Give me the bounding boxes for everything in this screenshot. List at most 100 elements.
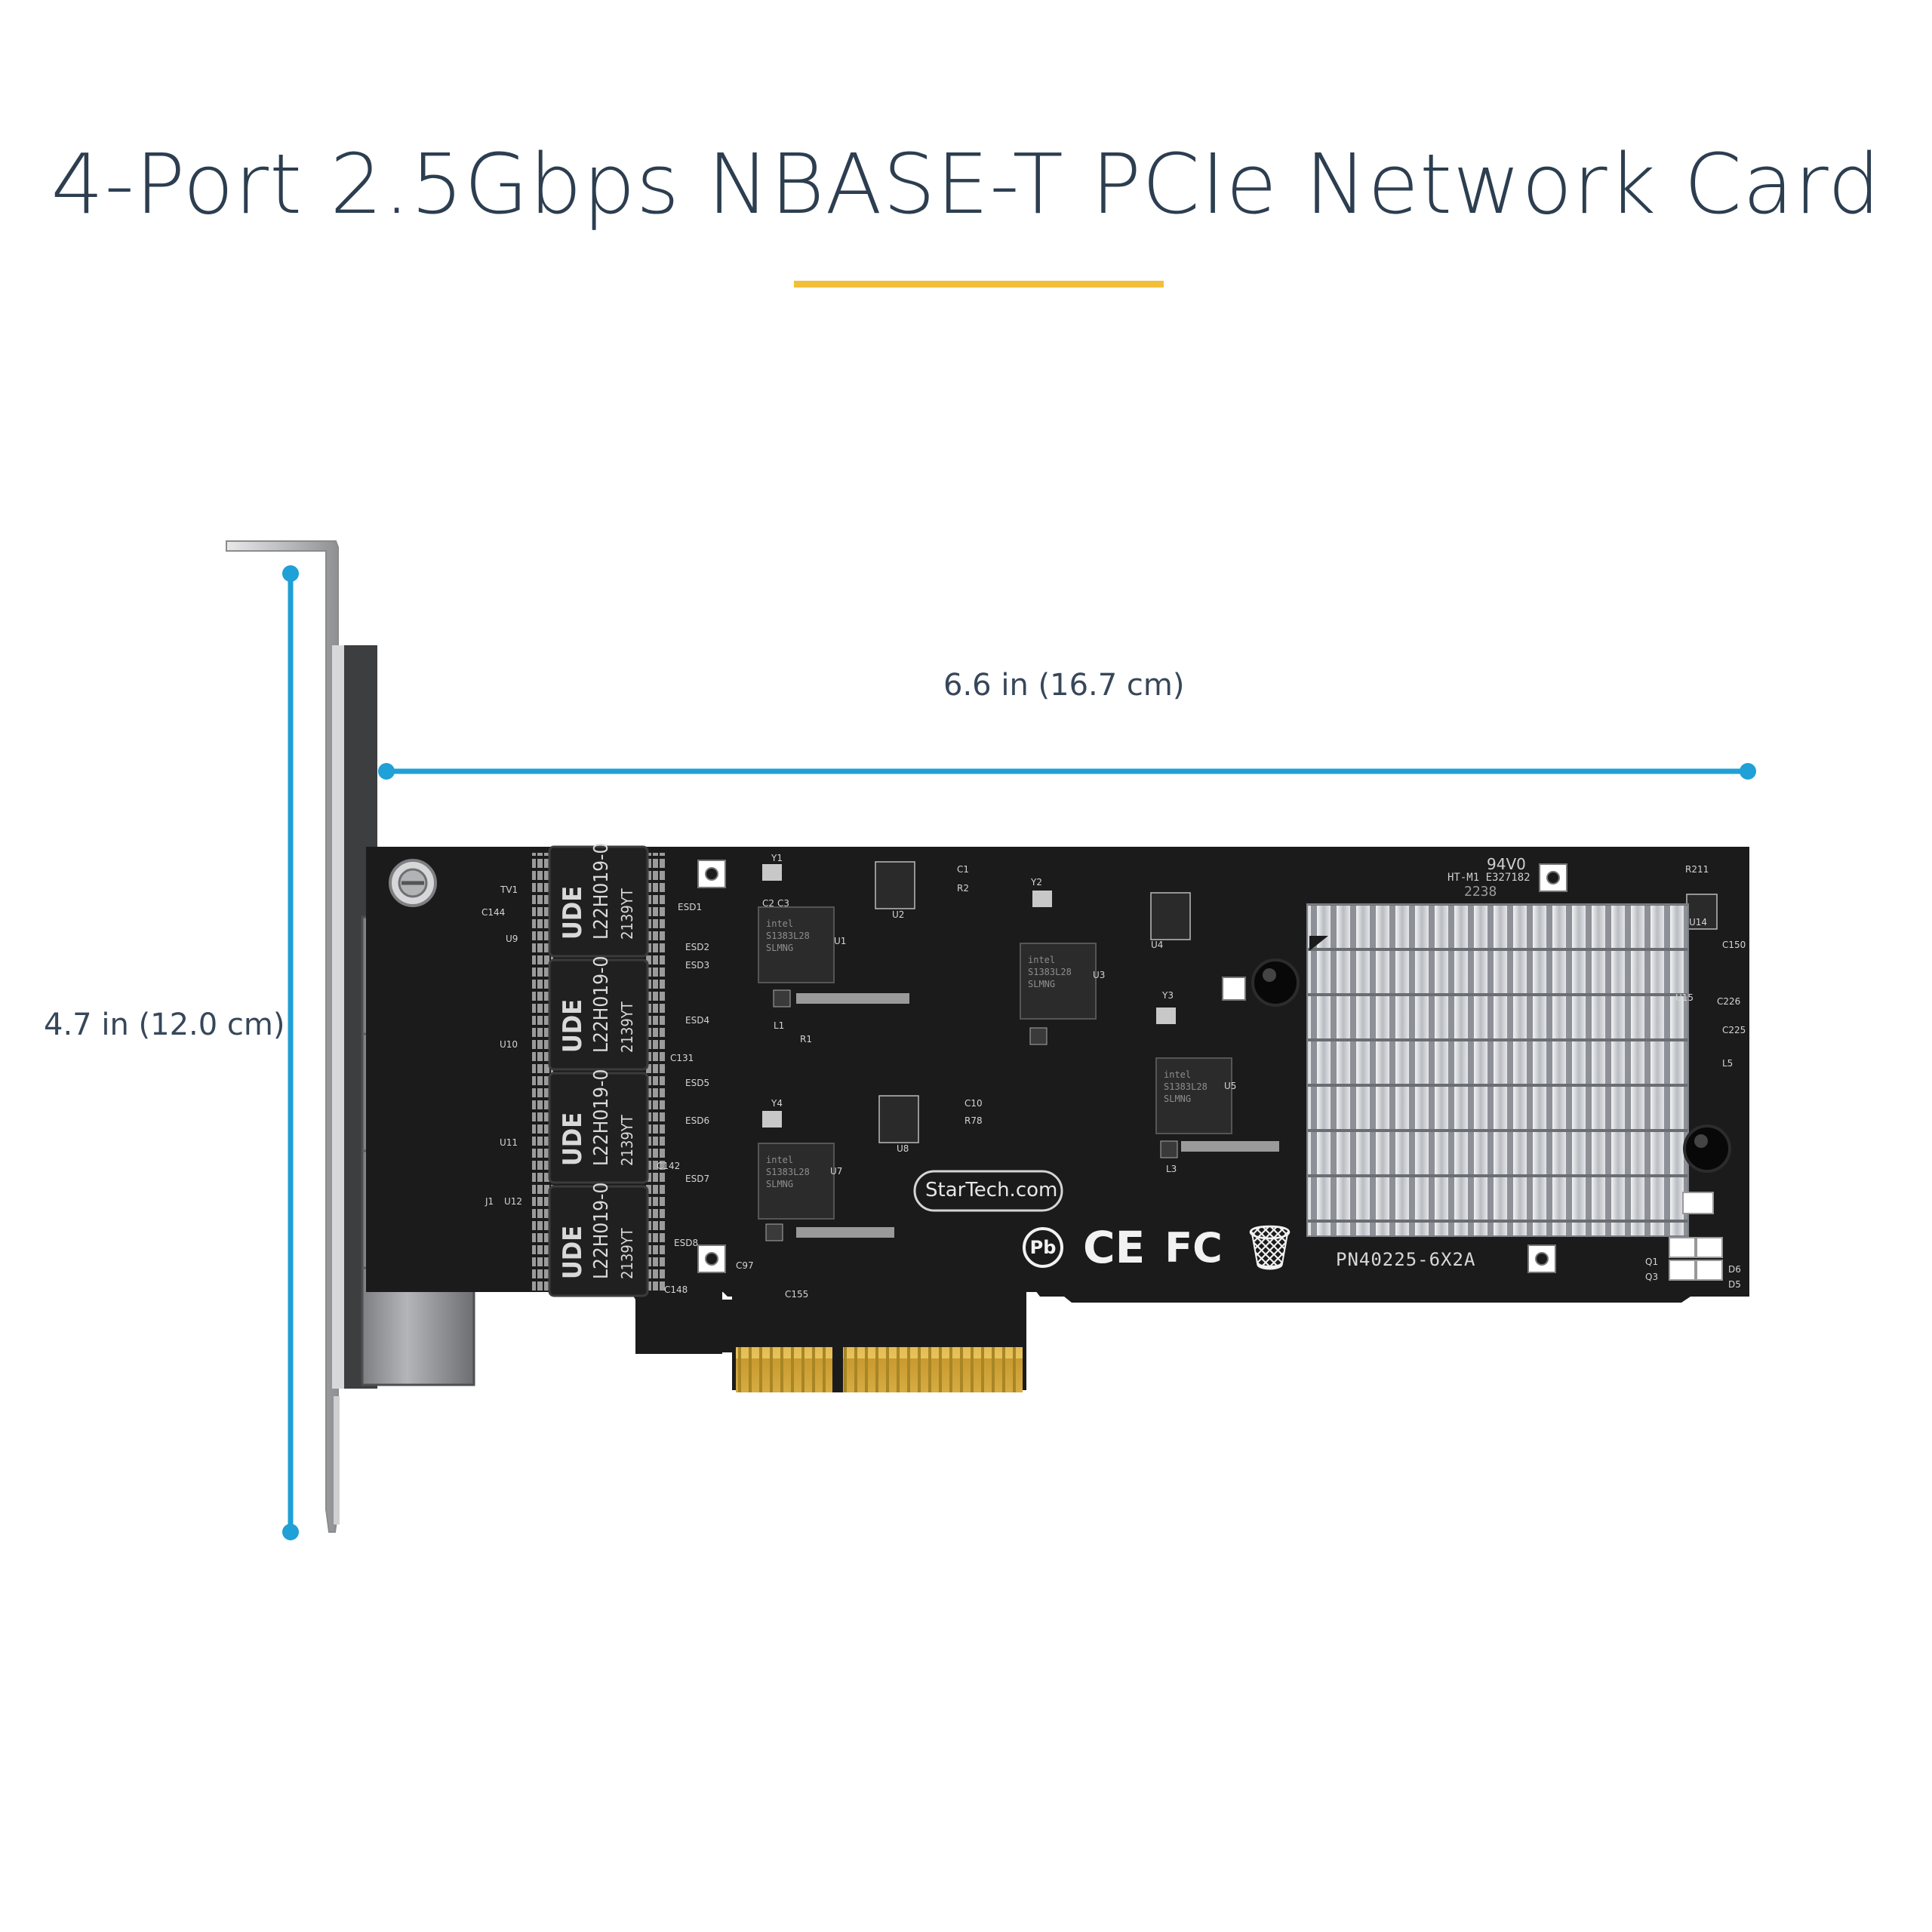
refdes-label: Y4 — [771, 1098, 783, 1109]
refdes-label: ESD6 — [685, 1115, 710, 1126]
width-dimension-line — [378, 763, 1756, 780]
refdes-label: ESD5 — [685, 1078, 710, 1088]
svg-text:UDE: UDE — [558, 999, 588, 1053]
small-ics — [875, 861, 1718, 1143]
magnetics-part-text: L22H019-0 — [590, 843, 613, 940]
refdes-label: J1 — [485, 1196, 494, 1207]
refdes-label: D6 — [1728, 1264, 1741, 1275]
refdes-label: U1 — [834, 936, 847, 946]
refdes-label: Y2 — [1031, 877, 1042, 888]
refdes-label: C1 — [957, 864, 970, 875]
width-dimension-label: 6.6 in (16.7 cm) — [943, 668, 1185, 703]
svg-text:UDE: UDE — [558, 1112, 588, 1166]
magnetics-date-text: 2139YT — [618, 888, 636, 940]
refdes-label: U14 — [1689, 917, 1708, 928]
svg-text:2139YT: 2139YT — [618, 1227, 636, 1279]
refdes-label: U8 — [897, 1143, 909, 1154]
refdes-label: TV1 — [500, 884, 518, 895]
refdes-label: C148 — [664, 1284, 688, 1295]
refdes-label: ESD1 — [678, 902, 703, 912]
status-leds — [1669, 1192, 1723, 1281]
svg-text:S1383L28: S1383L28 — [1164, 1081, 1208, 1092]
svg-text:SLMNG: SLMNG — [766, 1179, 793, 1189]
ce-mark: CE — [1083, 1222, 1146, 1273]
refdes-label: L5 — [1722, 1058, 1734, 1069]
svg-text:intel: intel — [1028, 955, 1055, 965]
refdes-label: U4 — [1151, 940, 1164, 950]
refdes-label: C142 — [657, 1161, 681, 1171]
brand-logo — [913, 1170, 1063, 1212]
refdes-label: C144 — [481, 907, 506, 918]
ethernet-magnetics — [532, 845, 666, 1297]
refdes-label: L1 — [774, 1020, 785, 1031]
page-title: 4-Port 2.5Gbps NBASE-T PCIe Network Card — [51, 136, 1881, 232]
refdes-label: U2 — [892, 909, 905, 920]
refdes-label: Y3 — [1162, 990, 1174, 1001]
refdes-label: C2 — [762, 898, 775, 909]
refdes-label: C155 — [785, 1289, 809, 1300]
svg-text:intel: intel — [766, 918, 793, 929]
refdes-label: Y1 — [771, 853, 783, 863]
svg-text:intel: intel — [1164, 1069, 1191, 1080]
refdes-label: U3 — [1093, 970, 1106, 980]
title-underline — [794, 281, 1164, 288]
svg-text:SLMNG: SLMNG — [1028, 979, 1055, 989]
lead-free-mark: Pb — [1023, 1227, 1063, 1268]
weee-bin-icon: 🗑 — [1241, 1221, 1298, 1273]
refdes-label: U11 — [500, 1137, 518, 1148]
ul-file-number: HT-M1 E327182 — [1447, 872, 1531, 884]
svg-text:2139YT: 2139YT — [618, 1114, 636, 1166]
refdes-label: D5 — [1728, 1279, 1741, 1290]
part-number: PN40225-6X2A — [1336, 1249, 1476, 1270]
refdes-label: ESD4 — [685, 1015, 710, 1026]
magnetics-brand-text: UDE — [558, 886, 588, 940]
mounting-screw — [389, 859, 437, 907]
height-dimension-line — [282, 565, 299, 1540]
svg-text:UDE: UDE — [558, 1226, 588, 1279]
refdes-label: C3 — [777, 898, 790, 909]
refdes-label: R78 — [964, 1115, 983, 1126]
refdes-label: U10 — [500, 1039, 518, 1050]
svg-text:L22H019-0: L22H019-0 — [590, 1183, 613, 1279]
svg-text:L22H019-0: L22H019-0 — [590, 1069, 613, 1166]
refdes-label: U7 — [830, 1166, 843, 1177]
refdes-label: ESD2 — [685, 942, 710, 952]
certification-marks: Pb CE FC 🗑 — [1023, 1221, 1297, 1274]
refdes-label: Q1 — [1645, 1257, 1659, 1267]
date-code: 2238 — [1464, 884, 1497, 900]
refdes-label: ESD7 — [685, 1174, 710, 1184]
refdes-label: U12 — [504, 1196, 523, 1207]
mounting-holes — [697, 860, 1567, 1273]
refdes-label: L3 — [1166, 1164, 1177, 1174]
refdes-label: U9 — [506, 934, 518, 944]
refdes-label: Q3 — [1645, 1272, 1659, 1282]
refdes-label: U5 — [1224, 1081, 1237, 1091]
refdes-label: C131 — [670, 1053, 694, 1063]
svg-text:SLMNG: SLMNG — [766, 943, 793, 953]
refdes-label: R1 — [800, 1034, 812, 1044]
refdes-label: C97 — [736, 1260, 754, 1271]
refdes-label: C226 — [1717, 996, 1741, 1007]
refdes-label: U15 — [1675, 992, 1694, 1003]
controller-chips — [758, 906, 1232, 1220]
svg-text:L22H019-0: L22H019-0 — [590, 956, 613, 1053]
svg-text:S1383L28: S1383L28 — [1028, 967, 1072, 977]
height-dimension-label: 4.7 in (12.0 cm) — [44, 1008, 285, 1042]
heatsink — [1251, 903, 1731, 1237]
svg-text:S1383L28: S1383L28 — [766, 1167, 810, 1177]
mounting-bracket — [226, 540, 377, 1533]
refdes-label: C225 — [1722, 1025, 1746, 1035]
svg-text:SLMNG: SLMNG — [1164, 1094, 1191, 1104]
fcc-mark: FC — [1164, 1223, 1223, 1272]
svg-text:S1383L28: S1383L28 — [766, 931, 810, 941]
ul-marking: 94V0 — [1487, 855, 1526, 873]
passive-components — [762, 864, 1279, 1241]
svg-text:2139YT: 2139YT — [618, 1001, 636, 1053]
brand-text: StarTech.com — [925, 1179, 1058, 1201]
refdes-label: ESD8 — [674, 1238, 699, 1248]
magnetics-markings: UDE L22H019-0 2139YT UDE L22H019-0 2139Y… — [558, 843, 636, 1279]
refdes-label: ESD3 — [685, 960, 710, 971]
